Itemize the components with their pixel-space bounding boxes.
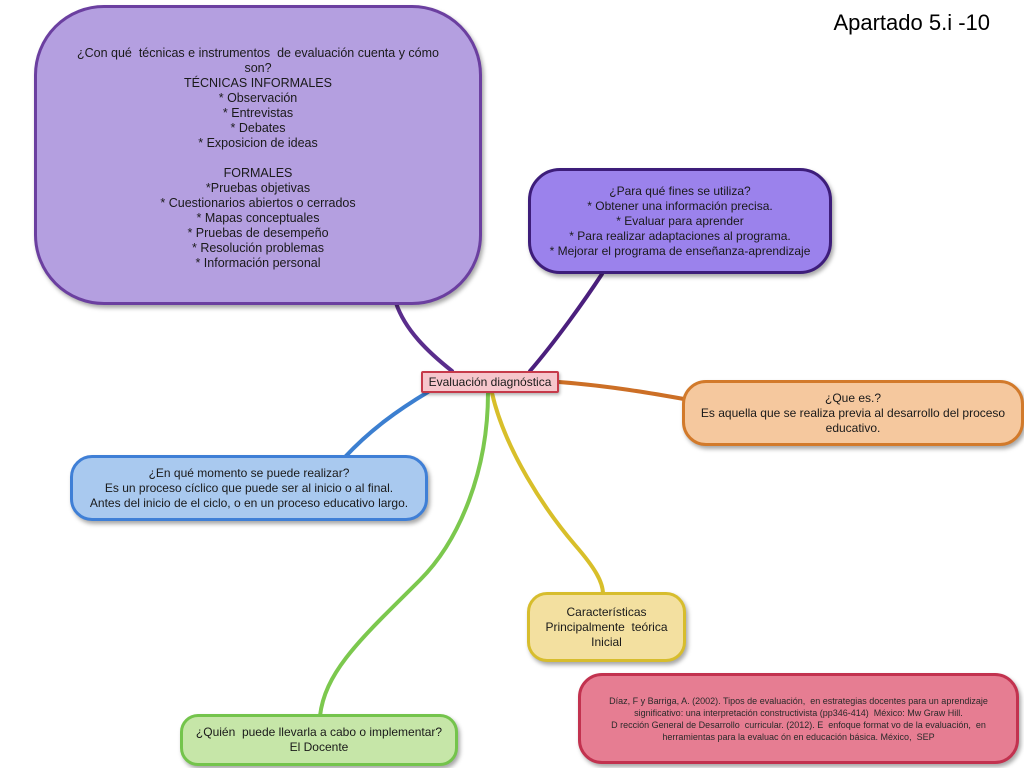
node-fines-line: ¿Para qué fines se utiliza? — [609, 183, 751, 198]
slide-title: Apartado 5.i -10 — [833, 10, 990, 35]
node-tecnicas-instrumentos-line: * Exposicion de ideas — [198, 136, 318, 150]
node-tecnicas-instrumentos-line: TÉCNICAS INFORMALES — [184, 76, 332, 90]
connector-tecnicas — [394, 301, 454, 373]
node-caracteristicas-line: Principalmente teórica — [545, 619, 668, 634]
node-tecnicas-instrumentos-line: * Debates — [230, 121, 286, 135]
connector-caracteristicas — [490, 391, 605, 596]
connector-momento — [343, 390, 430, 459]
node-caracteristicas-line: Inicial — [591, 634, 622, 649]
node-que-es-line: ¿Que es.? — [824, 390, 882, 405]
node-fines-line: * Para realizar adaptaciones al programa… — [569, 228, 791, 243]
node-fines-line: * Evaluar para aprender — [616, 213, 744, 228]
node-quien[interactable]: ¿Quién puede llevarla a cabo o implement… — [180, 714, 458, 766]
node-tecnicas-instrumentos-line: * Información personal — [195, 256, 321, 270]
node-momento-line: Antes del inicio de el ciclo, o en un pr… — [89, 495, 409, 510]
central-topic-label: Evaluación diagnóstica — [428, 374, 552, 389]
node-referencias-line: D rección General de Desarrollo curricul… — [611, 719, 986, 730]
node-tecnicas-instrumentos[interactable]: ¿Con qué técnicas e instrumentos de eval… — [34, 5, 482, 305]
node-tecnicas-instrumentos-line: ¿Con qué técnicas e instrumentos de eval… — [76, 46, 439, 60]
node-caracteristicas-line: Características — [566, 604, 647, 619]
connector-que-es — [557, 380, 686, 401]
node-quien-line: El Docente — [289, 740, 349, 754]
node-referencias[interactable]: Díaz, F y Barriga, A. (2002). Tipos de e… — [578, 673, 1019, 764]
node-que-es[interactable]: ¿Que es.?Es aquella que se realiza previ… — [682, 380, 1024, 446]
node-referencias-line: herramientas para la evaluac ón en educa… — [662, 731, 935, 742]
node-tecnicas-instrumentos-line: FORMALES — [223, 166, 293, 180]
node-tecnicas-instrumentos-line: * Observación — [218, 91, 298, 105]
connector-fines — [528, 272, 604, 373]
node-tecnicas-instrumentos-line: *Pruebas objetivas — [205, 181, 311, 195]
node-referencias-line: Díaz, F y Barriga, A. (2002). Tipos de e… — [609, 695, 988, 706]
node-momento[interactable]: ¿En qué momento se puede realizar?Es un … — [70, 455, 428, 521]
node-tecnicas-instrumentos-line: son? — [244, 61, 272, 75]
node-fines[interactable]: ¿Para qué fines se utiliza?* Obtener una… — [528, 168, 832, 274]
node-fines-line: * Obtener una información precisa. — [587, 198, 773, 213]
connector-quien — [318, 391, 490, 718]
node-tecnicas-instrumentos-line: * Resolución problemas — [191, 241, 324, 255]
node-tecnicas-instrumentos-line: * Entrevistas — [222, 106, 294, 120]
central-topic-node[interactable]: Evaluación diagnóstica — [421, 371, 559, 393]
node-que-es-line: educativo. — [825, 420, 881, 435]
node-momento-line: Es un proceso cíclico que puede ser al i… — [104, 480, 394, 495]
node-que-es-line: Es aquella que se realiza previa al desa… — [700, 405, 1006, 420]
node-referencias-line: significativo: una interpretación constr… — [634, 707, 963, 718]
node-tecnicas-instrumentos-line: * Pruebas de desempeño — [187, 226, 329, 240]
node-tecnicas-instrumentos-line: * Mapas conceptuales — [196, 211, 320, 225]
node-tecnicas-instrumentos-line: * Cuestionarios abiertos o cerrados — [160, 196, 356, 210]
node-momento-line: ¿En qué momento se puede realizar? — [148, 465, 350, 480]
node-fines-line: * Mejorar el programa de enseñanza-apren… — [549, 243, 811, 258]
node-quien-line: ¿Quién puede llevarla a cabo o implement… — [195, 725, 443, 739]
